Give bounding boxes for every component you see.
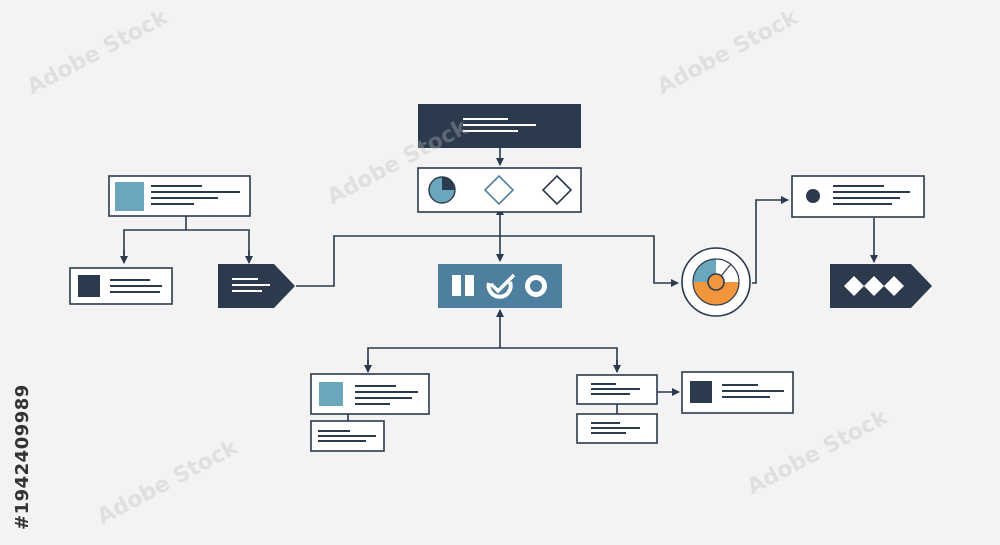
connector-donut-to-rt <box>752 196 789 284</box>
dot-icon <box>806 189 820 203</box>
top-header-box <box>418 104 581 148</box>
central-hub-box <box>438 264 562 308</box>
square-icon <box>319 382 343 406</box>
donut-chart-icon <box>692 258 740 306</box>
connectors <box>120 148 878 421</box>
bottom-right-card-b <box>576 413 658 444</box>
diamond-icon <box>541 174 573 206</box>
square-icon <box>690 381 712 403</box>
square-icon <box>115 182 144 211</box>
pause-icon <box>452 275 474 296</box>
ring-icon <box>525 275 547 297</box>
diamond-icon <box>844 276 864 296</box>
bottom-right-card-a <box>576 374 658 405</box>
bottom-right-side-card <box>681 371 794 414</box>
bottom-left-small-card <box>310 420 385 452</box>
check-badge-icon <box>486 273 516 299</box>
connector-left-branch <box>123 229 250 262</box>
square-icon <box>78 275 100 297</box>
stock-id-label: #1942409989 <box>12 384 33 530</box>
bottom-left-card <box>310 373 430 415</box>
left-top-card <box>108 175 251 217</box>
diamond-icon <box>884 276 904 296</box>
right-diamonds-tag <box>830 264 932 308</box>
left-tag-shape <box>218 264 295 308</box>
diamond-icon <box>864 276 884 296</box>
right-top-card <box>791 175 925 218</box>
connector-bottom-branch <box>367 347 618 371</box>
donut-chart-node <box>681 247 751 317</box>
left-bottom-card <box>69 267 173 305</box>
connector-tag-to-donut <box>296 235 679 287</box>
diamond-icon <box>483 174 515 206</box>
pie-chart-icon <box>428 176 456 204</box>
icon-bar-box <box>417 167 582 213</box>
